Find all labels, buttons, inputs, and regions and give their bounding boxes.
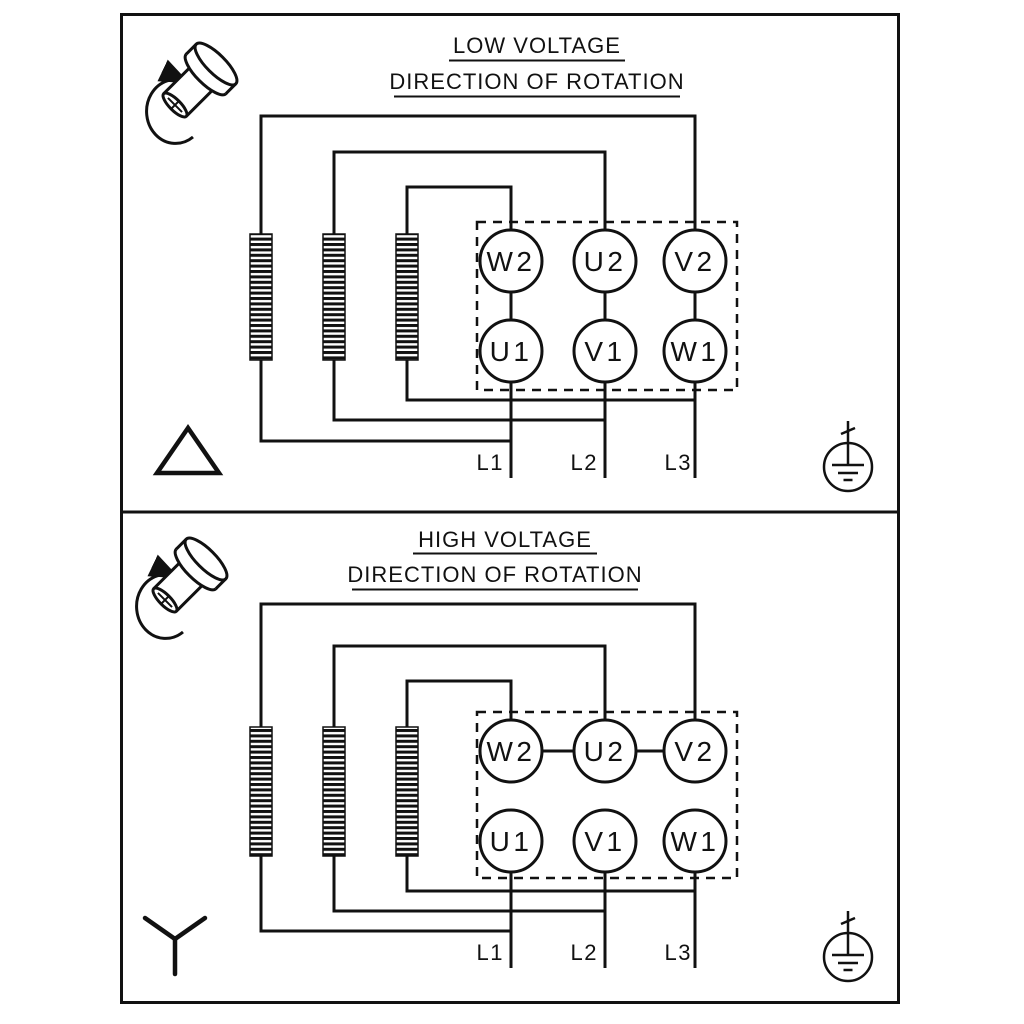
terminal-w2: W2 bbox=[478, 228, 544, 294]
terminal-u1: U1 bbox=[478, 808, 544, 874]
terminal-circle bbox=[572, 718, 638, 784]
terminal-label: U1 bbox=[490, 826, 533, 857]
terminal-v1: V1 bbox=[572, 808, 638, 874]
terminal-label: U1 bbox=[490, 336, 533, 367]
terminal-circle bbox=[662, 808, 728, 874]
supply-line-label-l3: L3 bbox=[665, 450, 692, 475]
terminal-label: V2 bbox=[674, 736, 715, 767]
terminal-label: W2 bbox=[487, 246, 536, 277]
terminal-circle bbox=[572, 808, 638, 874]
terminal-label: V1 bbox=[584, 826, 625, 857]
supply-line-label-l1: L1 bbox=[477, 450, 504, 475]
outer-border bbox=[120, 13, 900, 1004]
wire-coil3-to-w1 bbox=[405, 360, 695, 402]
terminal-u1: U1 bbox=[478, 318, 544, 384]
terminal-w2: W2 bbox=[478, 718, 544, 784]
panel-low-voltage: LOW VOLTAGE DIRECTION OF ROTATION W2 U2 bbox=[147, 33, 874, 493]
wire-coil3-to-w2 bbox=[405, 679, 513, 751]
star-connection-icon bbox=[142, 915, 208, 977]
terminal-v2: V2 bbox=[662, 718, 728, 784]
shaft-rotation-icon bbox=[147, 37, 243, 143]
supply-line-label-l2: L2 bbox=[571, 940, 598, 965]
terminal-board-outline bbox=[475, 220, 739, 392]
terminal-circle bbox=[662, 318, 728, 384]
terminal-label: U2 bbox=[584, 736, 627, 767]
terminal-w1: W1 bbox=[662, 318, 728, 384]
terminal-label: V1 bbox=[584, 336, 625, 367]
terminal-v2: V2 bbox=[662, 228, 728, 294]
shaft-rotation-icon bbox=[137, 532, 233, 638]
wire-coil1-to-v2 bbox=[259, 114, 697, 261]
wire-coil2-to-u2 bbox=[332, 150, 607, 261]
wire-coil2-to-u2 bbox=[332, 644, 607, 751]
terminal-label: U2 bbox=[584, 246, 627, 277]
winding-coil-1 bbox=[249, 726, 273, 857]
supply-line-label-l1: L1 bbox=[477, 940, 504, 965]
terminal-u2: U2 bbox=[572, 228, 638, 294]
terminal-circle bbox=[572, 228, 638, 294]
terminal-board-outline bbox=[475, 710, 739, 880]
wire-coil3-to-w2 bbox=[405, 185, 513, 261]
winding-coil-3 bbox=[395, 233, 419, 361]
winding-coil-1 bbox=[249, 233, 273, 361]
wire-coil1-to-u1 bbox=[259, 856, 511, 933]
supply-line-label-l3: L3 bbox=[665, 940, 692, 965]
panel-subtitle: DIRECTION OF ROTATION bbox=[347, 562, 642, 587]
terminal-circle bbox=[478, 808, 544, 874]
winding-coil-3 bbox=[395, 726, 419, 857]
terminal-label: V2 bbox=[674, 246, 715, 277]
earth-ground-icon bbox=[822, 419, 874, 493]
terminal-v1: V1 bbox=[572, 318, 638, 384]
panel-title: LOW VOLTAGE bbox=[453, 33, 621, 58]
terminal-circle bbox=[662, 718, 728, 784]
wire-coil2-to-v1 bbox=[332, 856, 605, 913]
terminal-u2: U2 bbox=[572, 718, 638, 784]
wire-coil1-to-u1 bbox=[259, 360, 511, 443]
terminal-label: W1 bbox=[671, 826, 720, 857]
wire-coil2-to-v1 bbox=[332, 360, 605, 422]
wire-coil1-to-v2 bbox=[259, 602, 697, 751]
panel-title: HIGH VOLTAGE bbox=[418, 527, 592, 552]
terminal-circle bbox=[572, 318, 638, 384]
earth-ground-icon bbox=[822, 909, 874, 983]
terminal-circle bbox=[478, 318, 544, 384]
terminal-circle bbox=[478, 228, 544, 294]
panel-subtitle: DIRECTION OF ROTATION bbox=[389, 69, 684, 94]
delta-connection-icon bbox=[152, 424, 224, 476]
terminal-circle bbox=[478, 718, 544, 784]
winding-coil-2 bbox=[322, 726, 346, 857]
supply-line-label-l2: L2 bbox=[571, 450, 598, 475]
terminal-circle bbox=[662, 228, 728, 294]
terminal-w1: W1 bbox=[662, 808, 728, 874]
panel-high-voltage: HIGH VOLTAGE DIRECTION OF ROTATION W2 U2 bbox=[137, 527, 874, 983]
wire-coil3-to-w1 bbox=[405, 856, 695, 893]
terminal-label: W2 bbox=[487, 736, 536, 767]
terminal-label: W1 bbox=[671, 336, 720, 367]
winding-coil-2 bbox=[322, 233, 346, 361]
